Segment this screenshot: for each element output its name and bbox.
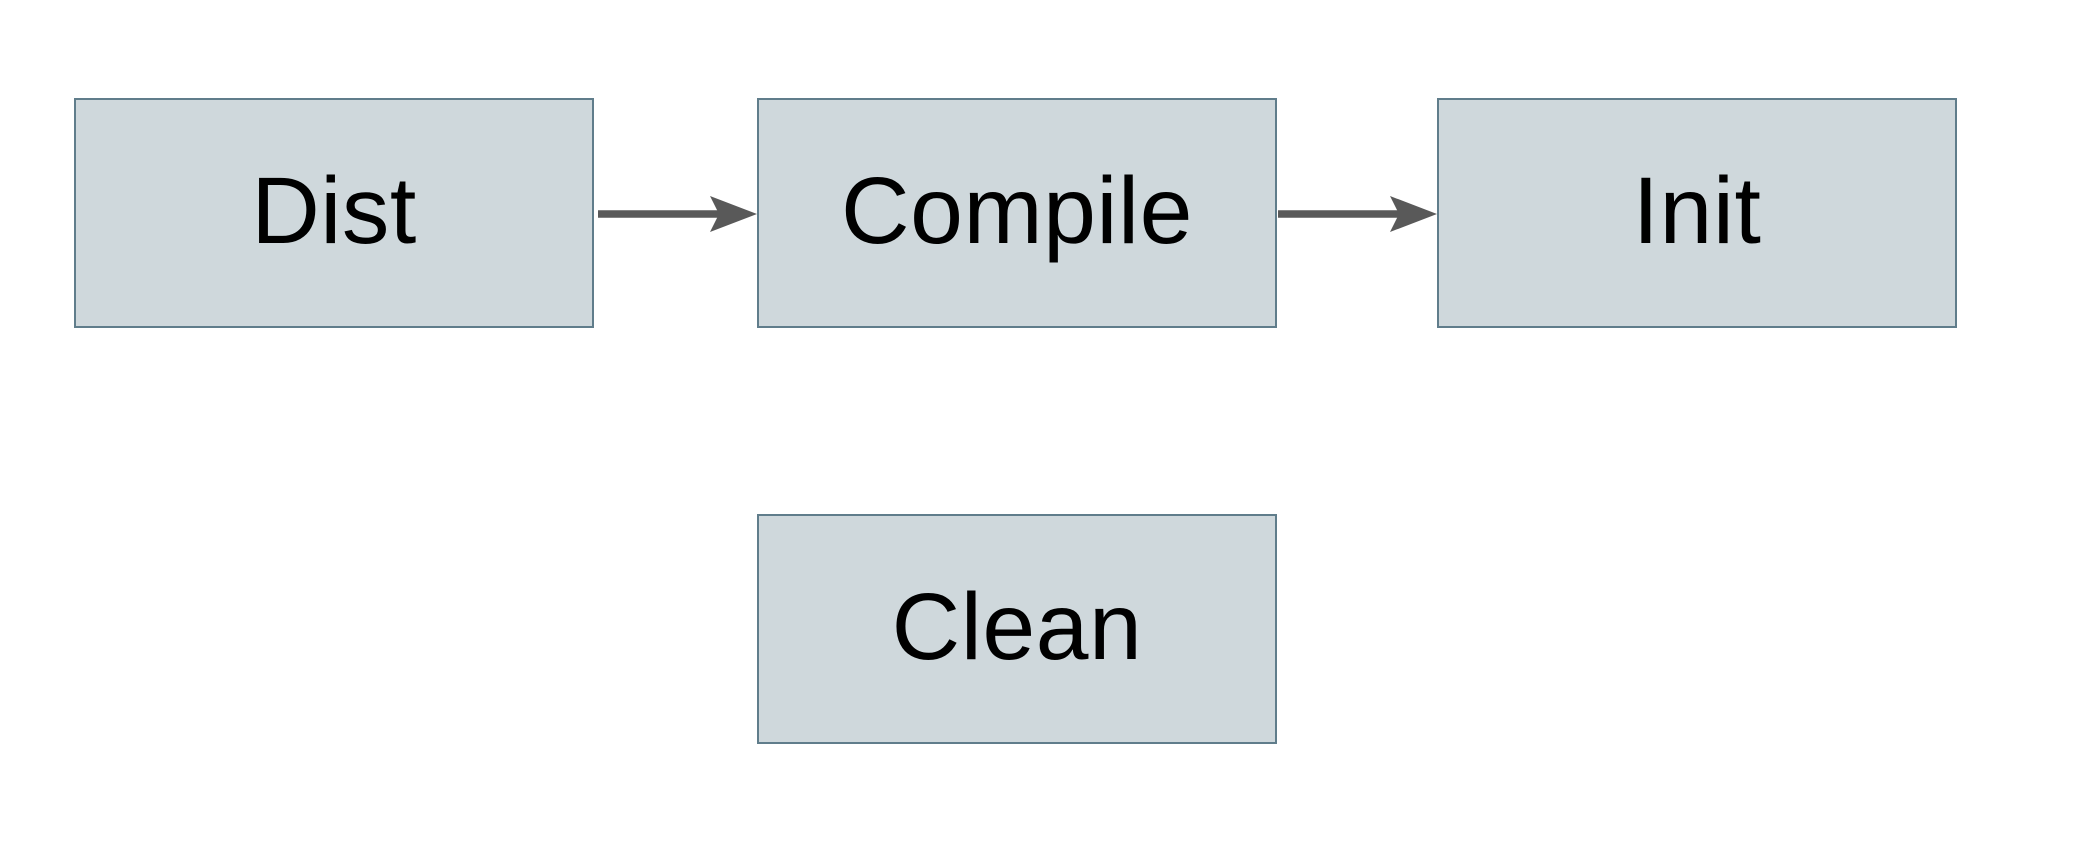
node-clean-label: Clean <box>891 573 1143 680</box>
arrowhead-icon <box>1390 196 1437 232</box>
edge-arrow-dist-to-compile[interactable] <box>598 196 757 232</box>
node-clean[interactable]: Clean <box>757 514 1277 744</box>
node-init-label: Init <box>1632 157 1762 264</box>
node-compile[interactable]: Compile <box>757 98 1277 328</box>
arrowhead-icon <box>710 196 757 232</box>
node-dist[interactable]: Dist <box>74 98 594 328</box>
node-dist-label: Dist <box>251 157 417 264</box>
node-init[interactable]: Init <box>1437 98 1957 328</box>
edge-arrow-compile-to-init[interactable] <box>1278 196 1437 232</box>
node-compile-label: Compile <box>841 157 1193 264</box>
